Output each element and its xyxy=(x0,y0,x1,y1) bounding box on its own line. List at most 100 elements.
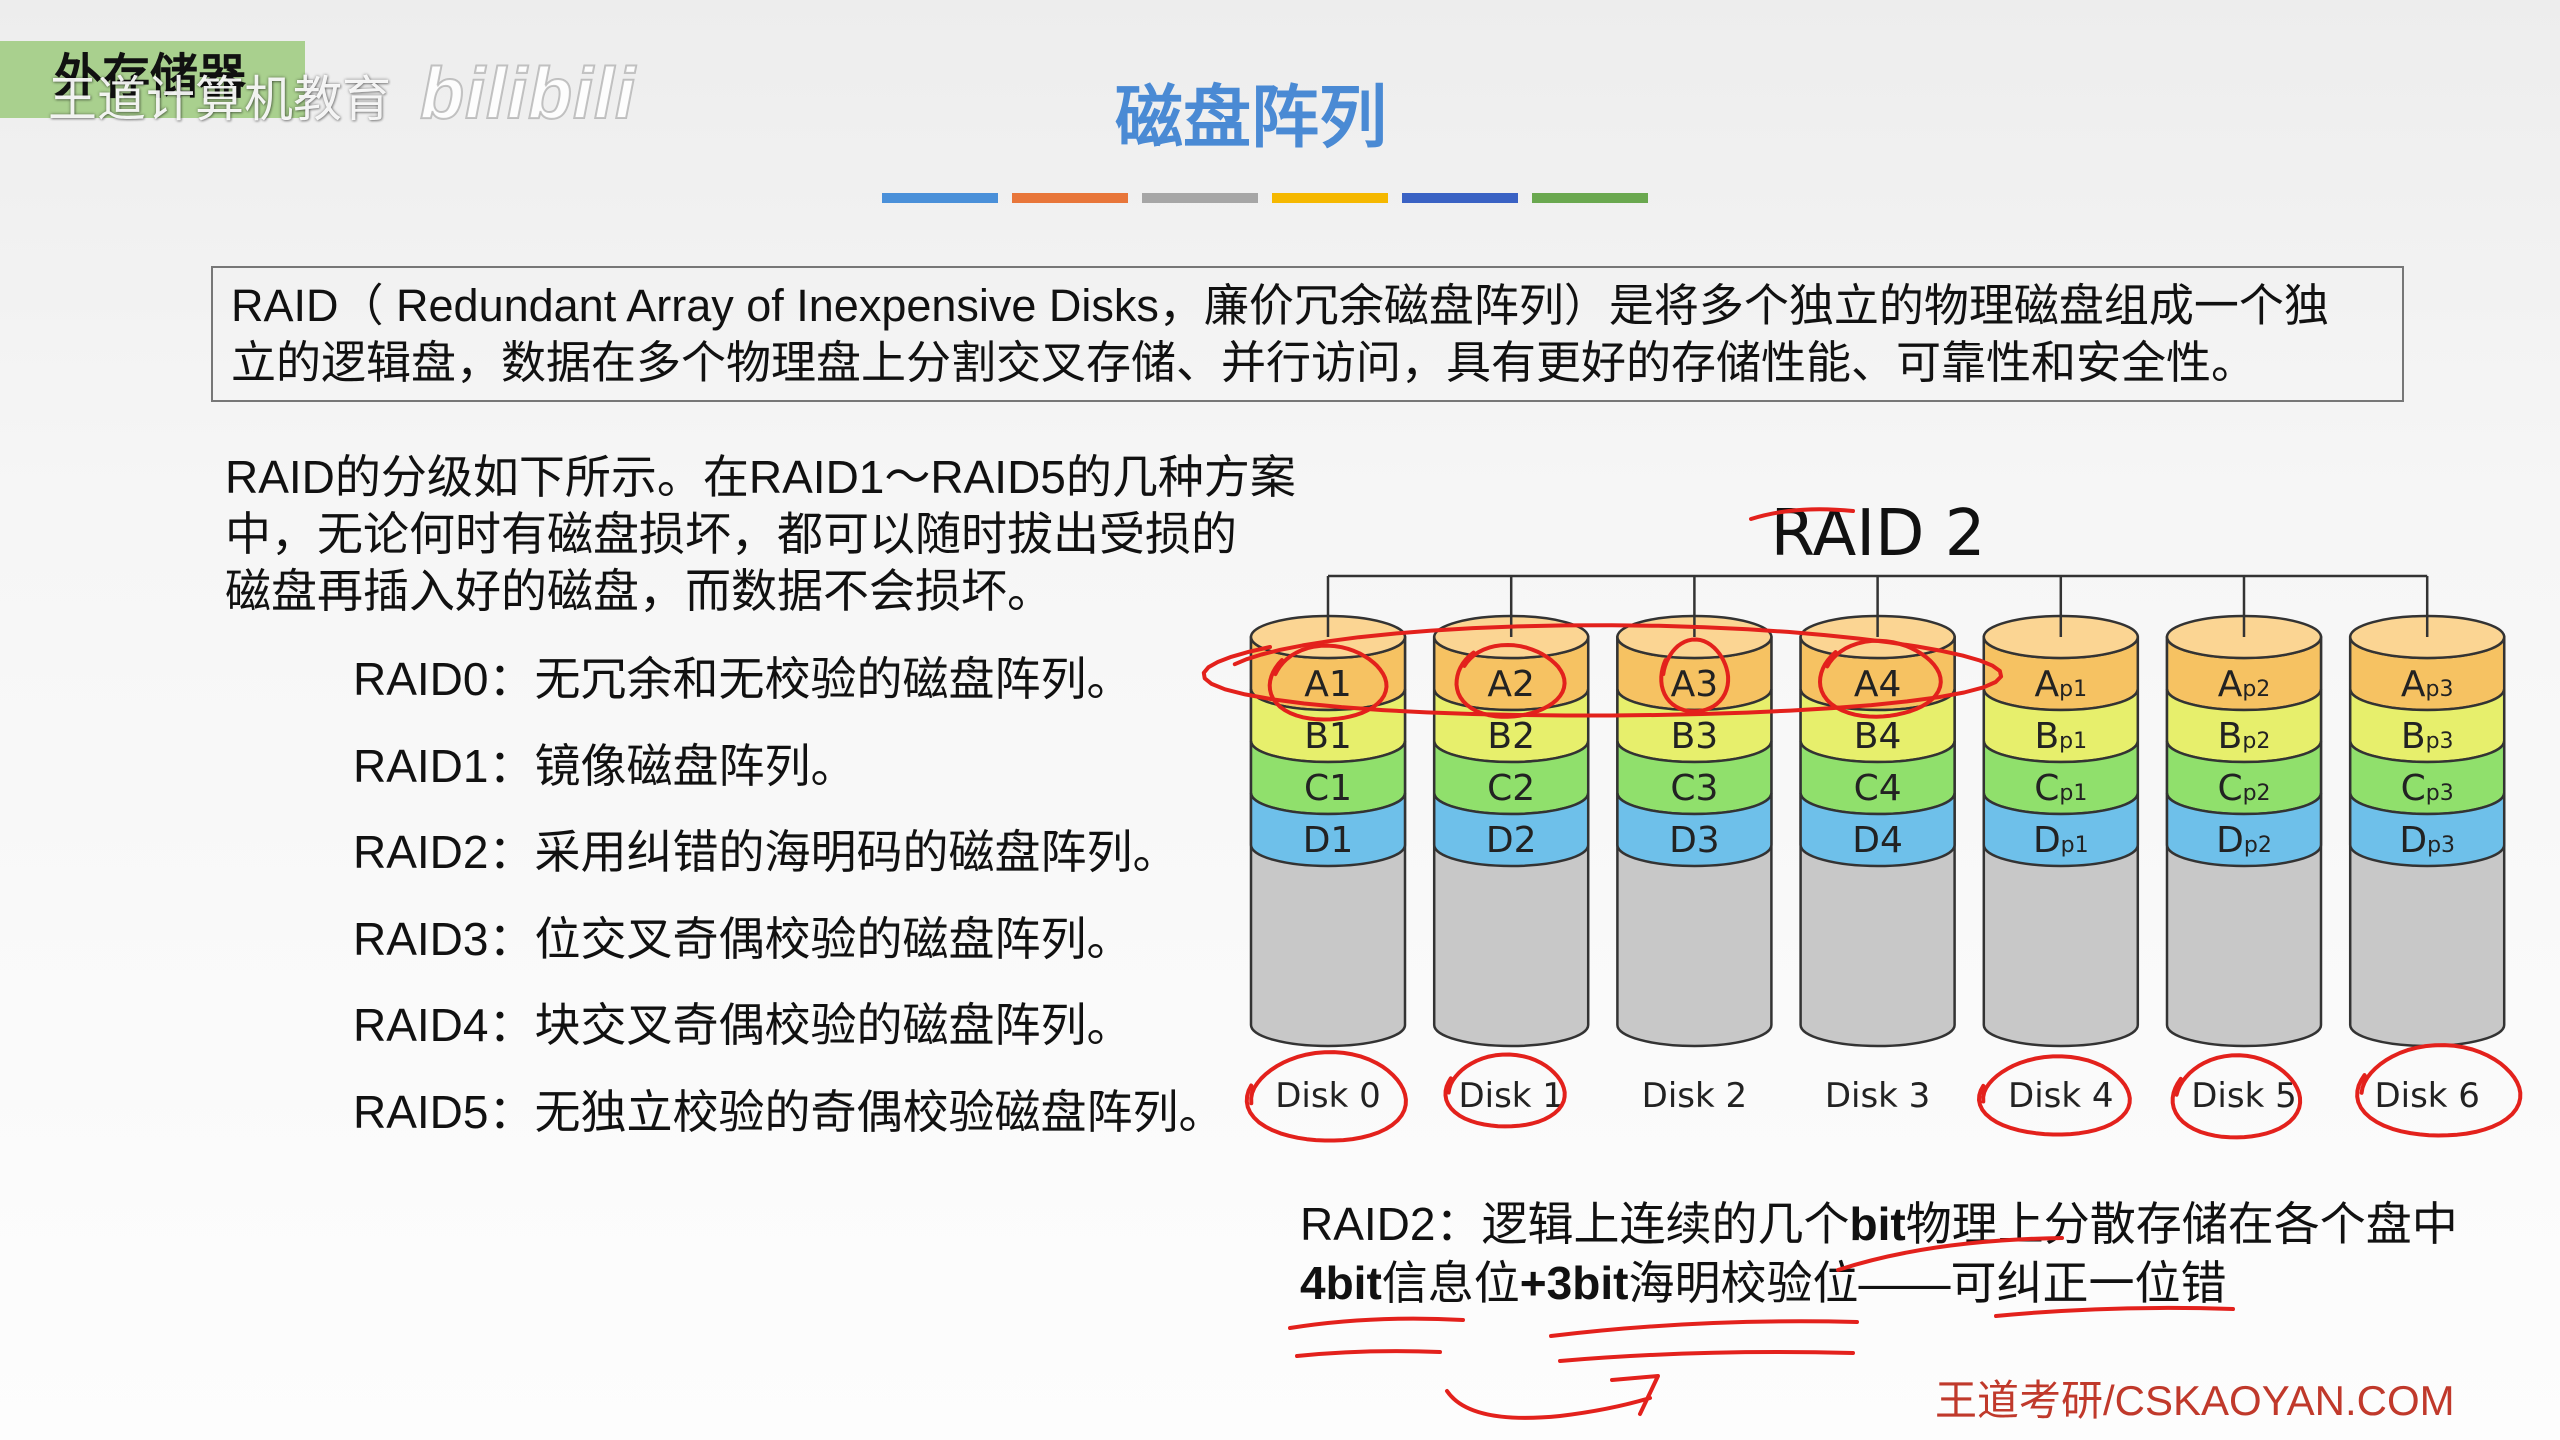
cell-label-main: B4 xyxy=(1854,716,1902,757)
cell-label-c2: C2 xyxy=(1487,768,1535,809)
cell-label-main: C xyxy=(2401,768,2426,809)
cell-label-parity-sub: p1 xyxy=(2059,729,2087,754)
red-circle-a3 xyxy=(1659,637,1731,714)
raid-level-5: RAID5：无独立校验的奇偶校验磁盘阵列。 xyxy=(353,1085,1225,1138)
bilibili-logo: bilibili xyxy=(419,53,636,135)
cell-label-parity-sub: p1 xyxy=(2059,781,2087,806)
cell-label-parity-sub: p2 xyxy=(2242,729,2270,754)
disk-body xyxy=(1432,635,1590,1048)
cell-label-bp3: Bp3 xyxy=(2401,716,2454,757)
cell-label-d4: D4 xyxy=(1852,820,1903,861)
cell-label-parity-sub: p1 xyxy=(2059,677,2087,702)
cell-label-main: C2 xyxy=(1487,768,1535,809)
disks-layer: A1B1C1D1A2B2C2D2A3B3C3D3A4B4C4D4Ap1Bp1Cp… xyxy=(1249,614,2506,1048)
cell-label-b1: B1 xyxy=(1304,716,1352,757)
cell-label-dp1: Dp1 xyxy=(2033,820,2089,861)
raid-definition-box: RAID（ Redundant Array of Inexpensive Dis… xyxy=(211,266,2404,402)
band-d xyxy=(1432,792,1590,868)
raid2-note: RAID2：逻辑上连续的几个bit物理上分散存储在各个盘中 4bit信息位+3b… xyxy=(1300,1195,2458,1313)
cell-label-main: C4 xyxy=(1854,768,1902,809)
cell-label-a2: A2 xyxy=(1487,664,1535,705)
note-text: 物理上分散存储在各个盘中 xyxy=(1905,1198,2458,1250)
intro-line-3: 磁盘再插入好的磁盘，而数据不会损坏。 xyxy=(225,565,1053,617)
disk-label-5: Disk 5 xyxy=(2191,1076,2296,1116)
cell-label-main: D4 xyxy=(1852,820,1903,861)
definition-line-1: RAID（ Redundant Array of Inexpensive Dis… xyxy=(231,280,2329,331)
cell-label-c4: C4 xyxy=(1854,768,1902,809)
cell-label-b4: B4 xyxy=(1854,716,1902,757)
band-d xyxy=(1616,792,1773,868)
band-d xyxy=(1249,792,1407,868)
band-b xyxy=(1799,688,1956,764)
cell-label-bp1: Bp1 xyxy=(2034,716,2087,757)
band-d xyxy=(1799,792,1956,868)
band-a xyxy=(2348,636,2506,712)
disk-body xyxy=(1799,635,1956,1048)
band-d xyxy=(1982,792,2140,868)
red-arrow-shaft xyxy=(1445,1389,1652,1420)
cell-label-main: C1 xyxy=(1304,768,1352,809)
note-line-1: RAID2：逻辑上连续的几个bit物理上分散存储在各个盘中 xyxy=(1300,1195,2458,1254)
cell-label-main: D2 xyxy=(1486,820,1537,861)
band-b xyxy=(1982,688,2140,764)
cell-label-main: B3 xyxy=(1671,716,1719,757)
accent-bar-0 xyxy=(882,193,998,203)
cell-label-dp3: Dp3 xyxy=(2399,820,2455,861)
band-a xyxy=(1616,636,1773,712)
cell-label-main: D xyxy=(2399,820,2427,861)
note-bold-text: bit xyxy=(1849,1198,1906,1250)
disk-top-cap xyxy=(2165,614,2323,660)
watermark-text: 王道计算机教育 xyxy=(48,73,392,127)
cell-label-main: B xyxy=(2401,716,2426,757)
cell-label-parity-sub: p3 xyxy=(2426,729,2454,754)
cell-label-b2: B2 xyxy=(1487,716,1535,757)
cell-label-parity-sub: p3 xyxy=(2427,833,2455,858)
band-c xyxy=(1982,740,2140,816)
disk-top-cap xyxy=(1249,614,1407,660)
disk-label-4: Disk 4 xyxy=(2008,1076,2113,1116)
cell-label-main: A1 xyxy=(1304,664,1352,705)
cell-label-main: A xyxy=(2034,664,2059,705)
cell-label-main: A2 xyxy=(1487,664,1535,705)
note-bold-text: +3bit xyxy=(1519,1257,1629,1309)
disk-label-2: Disk 2 xyxy=(1642,1076,1747,1116)
band-c xyxy=(2165,740,2323,816)
band-b xyxy=(2348,688,2506,764)
cell-label-dp2: Dp2 xyxy=(2216,820,2272,861)
cell-label-parity-sub: p1 xyxy=(2061,833,2089,858)
cell-label-ap1: Ap1 xyxy=(2034,664,2087,705)
cell-label-d2: D2 xyxy=(1486,820,1537,861)
accent-bar-1 xyxy=(1012,193,1128,203)
disk-body xyxy=(1616,635,1773,1048)
cell-label-b3: B3 xyxy=(1671,716,1719,757)
disk-label-1: Disk 1 xyxy=(1458,1076,1563,1116)
disk-top-cap xyxy=(1982,614,2140,660)
raid-levels-intro: RAID的分级如下所示。在RAID1～RAID5的几种方案 中，无论何时有磁盘损… xyxy=(225,449,1296,620)
cell-label-main: D xyxy=(2216,820,2244,861)
cell-label-parity-sub: p2 xyxy=(2243,781,2271,806)
red-underline-4bit-info-2 xyxy=(1295,1349,1442,1358)
raid-level-0: RAID0：无冗余和无校验的磁盘阵列。 xyxy=(353,653,1133,705)
cell-label-a1: A1 xyxy=(1304,664,1352,705)
band-a xyxy=(1982,636,2140,712)
cell-label-ap3: Ap3 xyxy=(2401,664,2454,705)
raid2-diagram-title: RAID 2 xyxy=(1771,497,1986,571)
cell-label-parity-sub: p2 xyxy=(2244,833,2272,858)
band-b xyxy=(2165,688,2323,764)
definition-line-2: 立的逻辑盘，数据在多个物理盘上分割交叉存储、并行访问，具有更好的存储性能、可靠性… xyxy=(231,337,2257,388)
red-arrow-head xyxy=(1610,1374,1660,1416)
cell-label-main: A3 xyxy=(1671,664,1719,705)
intro-line-1: RAID的分级如下所示。在RAID1～RAID5的几种方案 xyxy=(225,451,1296,503)
band-b xyxy=(1432,688,1590,764)
disk-label-0: Disk 0 xyxy=(1275,1076,1380,1116)
cell-label-c3: C3 xyxy=(1670,768,1718,809)
cell-label-parity-sub: p3 xyxy=(2426,781,2454,806)
cell-label-main: C xyxy=(2217,768,2242,809)
band-c xyxy=(1432,740,1590,816)
cell-label-d1: D1 xyxy=(1303,820,1354,861)
cell-label-ap2: Ap2 xyxy=(2218,664,2271,705)
accent-bar-5 xyxy=(1532,193,1648,203)
